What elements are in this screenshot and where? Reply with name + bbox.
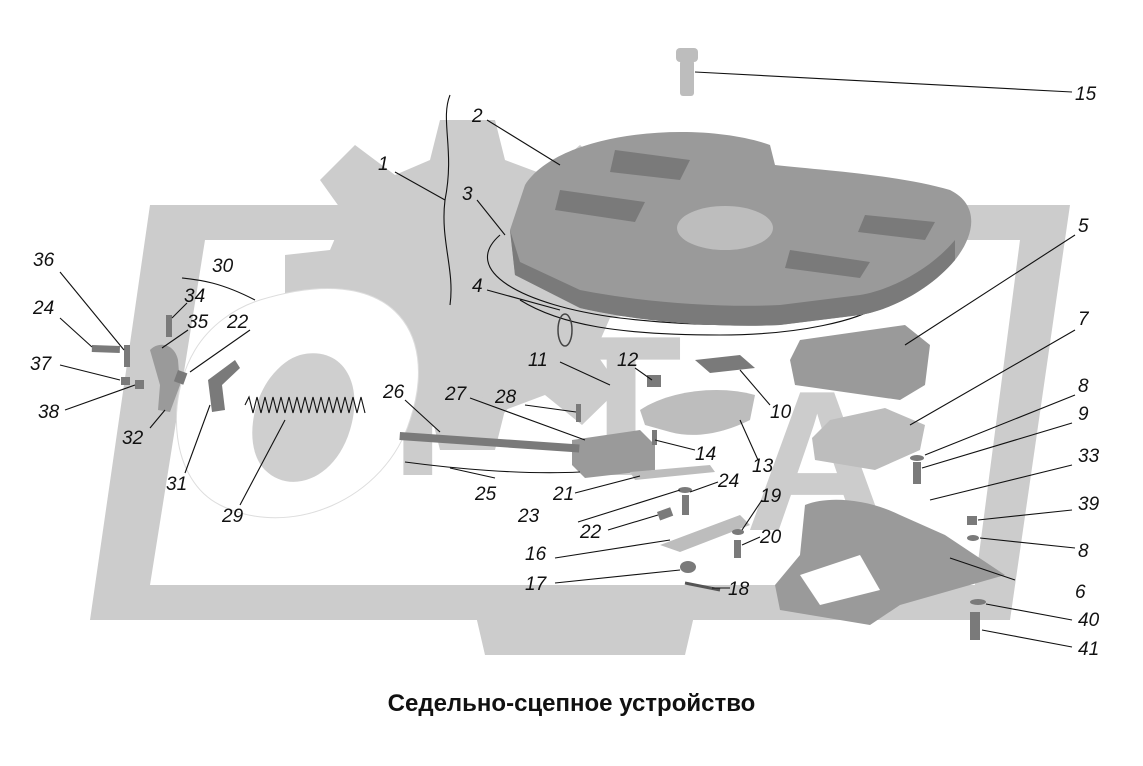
part-32-lever: [150, 344, 180, 412]
callout-36: 36: [33, 250, 55, 271]
callout-1: 1: [378, 154, 389, 175]
part-31-hook: [208, 360, 240, 412]
callout-38: 38: [38, 402, 60, 423]
callout-22a: 22: [226, 312, 249, 333]
callout-16: 16: [525, 544, 547, 565]
callout-7: 7: [1078, 309, 1090, 330]
callout-6: 6: [1075, 582, 1086, 603]
part-29-spring: [244, 395, 366, 414]
part-5-jaw: [790, 325, 930, 400]
callout-labels: 1 2 3 4 5 6 7 8 8 9 10 11 12 13 14 15 16…: [30, 84, 1100, 660]
callout-15: 15: [1075, 84, 1097, 105]
watermark-gear-tooth: [470, 590, 700, 655]
callout-23: 23: [517, 506, 540, 527]
part-13-lock-plate: [640, 390, 755, 435]
callout-3: 3: [462, 184, 473, 205]
callout-11: 11: [528, 350, 548, 371]
assembly-30-outline: [176, 288, 419, 519]
callout-2: 2: [471, 106, 483, 127]
callout-25: 25: [474, 484, 497, 505]
callout-18: 18: [728, 579, 750, 600]
watermark-frame: [90, 205, 1070, 620]
callout-17: 17: [525, 574, 548, 595]
callout-31: 31: [166, 474, 187, 495]
part-12-block: [647, 375, 661, 387]
callout-14: 14: [695, 444, 716, 465]
callout-12: 12: [617, 350, 639, 371]
part-26-rod: [399, 431, 580, 453]
callout-10: 10: [770, 402, 792, 423]
part-27-lock-block: [572, 430, 655, 478]
callout-5: 5: [1078, 216, 1089, 237]
part-21-strip: [630, 465, 715, 480]
callout-4: 4: [472, 276, 483, 297]
callout-8a: 8: [1078, 376, 1089, 397]
part-7-bracket: [812, 408, 925, 470]
callout-22b: 22: [579, 522, 602, 543]
callout-27: 27: [444, 384, 468, 405]
callout-39: 39: [1078, 494, 1100, 515]
callout-20: 20: [759, 527, 782, 548]
callout-30: 30: [212, 256, 234, 277]
part-2-fifth-wheel-plate: [510, 132, 972, 326]
callout-29: 29: [221, 506, 244, 527]
callout-9: 9: [1078, 404, 1089, 425]
callout-32: 32: [122, 428, 144, 449]
callout-33: 33: [1078, 446, 1100, 467]
callout-24b: 24: [717, 471, 739, 492]
callout-8b: 8: [1078, 541, 1089, 562]
callout-35: 35: [187, 312, 209, 333]
leader-lines: [59, 71, 1076, 648]
callout-19: 19: [760, 486, 782, 507]
callout-41: 41: [1078, 639, 1099, 660]
callout-21: 21: [552, 484, 574, 505]
callout-34: 34: [184, 286, 205, 307]
callout-37: 37: [30, 354, 53, 375]
part-6-coupling-lever: [775, 499, 1005, 625]
callout-13: 13: [752, 456, 774, 477]
callout-40: 40: [1078, 610, 1100, 631]
part-16-lever-plate: [660, 515, 750, 552]
fasteners: [91, 313, 986, 640]
callout-26: 26: [382, 382, 405, 403]
part-15-king-pin: [676, 48, 698, 96]
callout-24a: 24: [32, 298, 54, 319]
diagram-caption: Седельно-сцепное устройство: [387, 690, 756, 717]
callout-28: 28: [494, 387, 517, 408]
part-10-plate: [695, 355, 755, 373]
part-25-wire: [404, 461, 581, 474]
